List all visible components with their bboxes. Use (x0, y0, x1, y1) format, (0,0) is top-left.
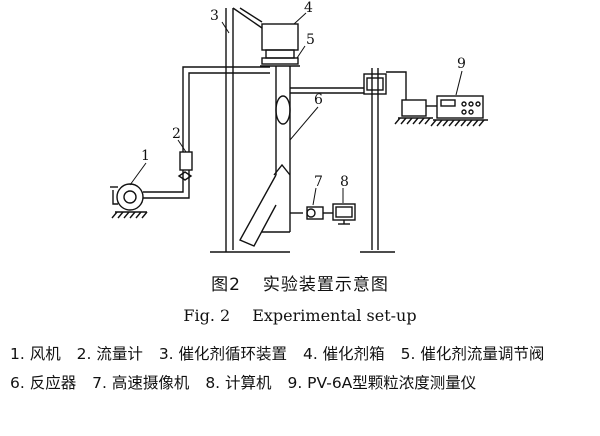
label-6: 6 (314, 92, 323, 108)
caption-chinese: 图2 实验装置示意图 (0, 270, 600, 295)
caption-cn-title: 实验装置示意图 (262, 275, 389, 295)
label-1: 1 (141, 148, 150, 164)
computer (332, 203, 356, 225)
label-4: 4 (304, 0, 313, 16)
caption-english: Fig. 2 Experimental set-up (0, 306, 600, 325)
legend-item-4: 4. 催化剂箱 (302, 345, 385, 363)
air-supply-pipe (143, 170, 190, 199)
label-5: 5 (306, 32, 315, 48)
high-speed-camera (290, 206, 333, 220)
caption-en-number: Fig. 2 (183, 306, 231, 325)
label-2: 2 (172, 126, 181, 142)
pv6a-concentration-meter (394, 95, 488, 127)
legend-item-5: 5. 催化剂流量调节阀 (400, 345, 545, 363)
label-8: 8 (340, 174, 349, 190)
caption-cn-number: 图2 (211, 275, 241, 295)
legend-item-8: 8. 计算机 (205, 374, 272, 392)
legend-item-3: 3. 催化剂循环装置 (158, 345, 288, 363)
legend-item-7: 7. 高速摄像机 (92, 374, 190, 392)
caption-en-title: Experimental set-up (252, 306, 417, 325)
catalyst-flow-valve (260, 57, 300, 67)
label-9: 9 (457, 56, 466, 72)
experimental-setup-diagram: 1 2 3 4 5 6 7 8 9 (110, 0, 488, 253)
upper-pipe (182, 66, 270, 152)
legend-item-9: 9. PV-6A型颗粒浓度测量仪 (287, 374, 477, 392)
catalyst-hopper (261, 23, 299, 59)
catalyst-circulation-column (210, 7, 290, 253)
legend-item-2: 2. 流量计 (76, 345, 143, 363)
leader-lines (129, 12, 463, 206)
legend-item-6: 6. 反应器 (10, 374, 77, 392)
label-7: 7 (314, 174, 323, 190)
fan-blower (110, 183, 148, 219)
legend-item-1: 1. 风机 (10, 345, 61, 363)
reactor (239, 66, 291, 247)
probe-stand (290, 68, 407, 253)
flowmeter (177, 151, 193, 181)
label-3: 3 (210, 8, 219, 24)
component-legend: 1. 风机 2. 流量计 3. 催化剂循环装置 4. 催化剂箱 5. 催化剂流量… (10, 340, 592, 398)
